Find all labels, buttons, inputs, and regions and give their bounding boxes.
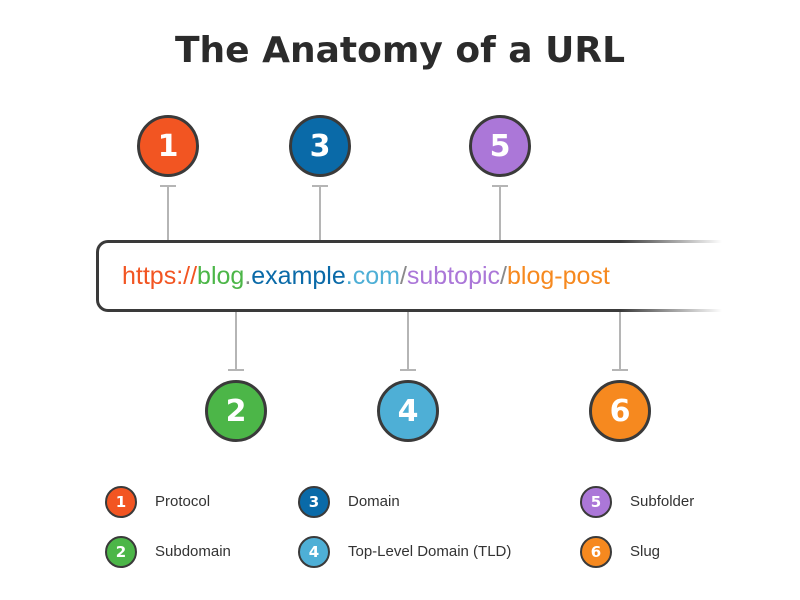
legend-number: 2 — [115, 543, 127, 561]
marker-number: 3 — [309, 128, 331, 164]
marker-4: 4 — [377, 380, 439, 442]
url-slash: / — [399, 262, 407, 290]
url-slash: / — [500, 262, 507, 290]
legend-badge-3: 3 — [298, 486, 330, 518]
marker-6: 6 — [589, 380, 651, 442]
legend-badge-6: 6 — [580, 536, 612, 568]
url-dot: . — [244, 262, 252, 290]
legend-number: 1 — [115, 493, 127, 511]
url-subdomain: blog — [197, 262, 245, 290]
marker-3: 3 — [289, 115, 351, 177]
legend-badge-2: 2 — [105, 536, 137, 568]
marker-1: 1 — [137, 115, 199, 177]
marker-number: 4 — [397, 393, 419, 429]
url-domain: example — [251, 262, 346, 290]
legend-label-slug: Slug — [630, 543, 661, 560]
marker-number: 5 — [489, 128, 511, 164]
legend-label-subfolder: Subfolder — [630, 493, 695, 510]
url-protocol: https:// — [122, 262, 198, 290]
legend-label-protocol: Protocol — [155, 493, 211, 510]
marker-number: 1 — [157, 128, 179, 164]
url-slug: blog-post — [506, 262, 610, 290]
legend-badge-5: 5 — [580, 486, 612, 518]
url-tld: com — [352, 262, 400, 290]
url-dot: . — [345, 262, 353, 290]
legend-number: 3 — [308, 493, 320, 511]
marker-2: 2 — [205, 380, 267, 442]
legend-badge-1: 1 — [105, 486, 137, 518]
diagram-title: The Anatomy of a URL — [174, 30, 626, 71]
marker-number: 2 — [225, 393, 247, 429]
legend-number: 6 — [590, 543, 602, 561]
legend-label-subdomain: Subdomain — [155, 543, 231, 560]
legend-label-domain: Domain — [348, 493, 400, 510]
legend-number: 5 — [590, 493, 602, 511]
url-text: https://blog.example.com/subtopic/blog-p… — [122, 258, 610, 294]
legend-label-tld: Top-Level Domain (TLD) — [348, 543, 512, 560]
url-subfolder: subtopic — [406, 262, 501, 290]
marker-number: 6 — [609, 393, 631, 429]
url-bar-fade — [620, 236, 740, 318]
legend-badge-4: 4 — [298, 536, 330, 568]
marker-5: 5 — [469, 115, 531, 177]
legend-number: 4 — [308, 543, 320, 561]
